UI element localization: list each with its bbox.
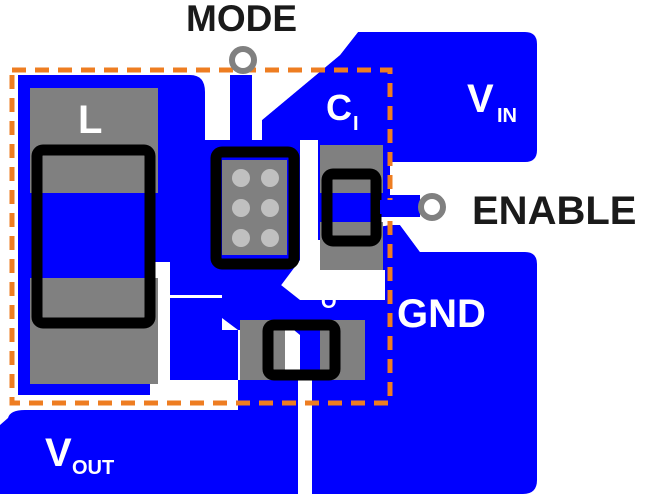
enable-label: ENABLE — [472, 189, 636, 233]
co-subscript: O — [321, 291, 337, 313]
ci-subscript: I — [353, 113, 359, 135]
terminals — [229, 46, 446, 221]
inductor-stripes — [40, 195, 150, 277]
enable-trace — [380, 200, 420, 214]
ic-vias — [232, 169, 279, 247]
ci-outline — [321, 168, 382, 247]
co-label: C — [294, 266, 320, 307]
co-outline — [262, 319, 341, 381]
copper-vout — [0, 380, 300, 494]
mode-label: MODE — [186, 0, 297, 39]
enable-terminal — [418, 193, 446, 221]
copper-gnd — [312, 225, 537, 494]
layout-boundary-dashed — [9, 67, 393, 406]
vout-label: V — [45, 431, 72, 475]
vout-subscript: OUT — [72, 457, 114, 479]
inductor-pad-bottom — [30, 278, 158, 384]
mode-terminal — [229, 46, 257, 74]
vin-label: V — [467, 77, 494, 121]
vin-subscript: IN — [497, 105, 517, 127]
inductor-pad-top — [30, 88, 158, 193]
gnd-label: GND — [397, 292, 486, 336]
inductor-outline — [31, 144, 156, 329]
component-outlines — [31, 144, 382, 381]
labels: MODE ENABLE GND L V IN V OUT C I C O — [45, 0, 636, 479]
ic-outline — [210, 146, 300, 270]
copper-vout-bridge — [170, 298, 238, 380]
ci-label: C — [326, 87, 352, 128]
ic-footprint — [222, 160, 287, 255]
inductor-label: L — [78, 98, 102, 142]
